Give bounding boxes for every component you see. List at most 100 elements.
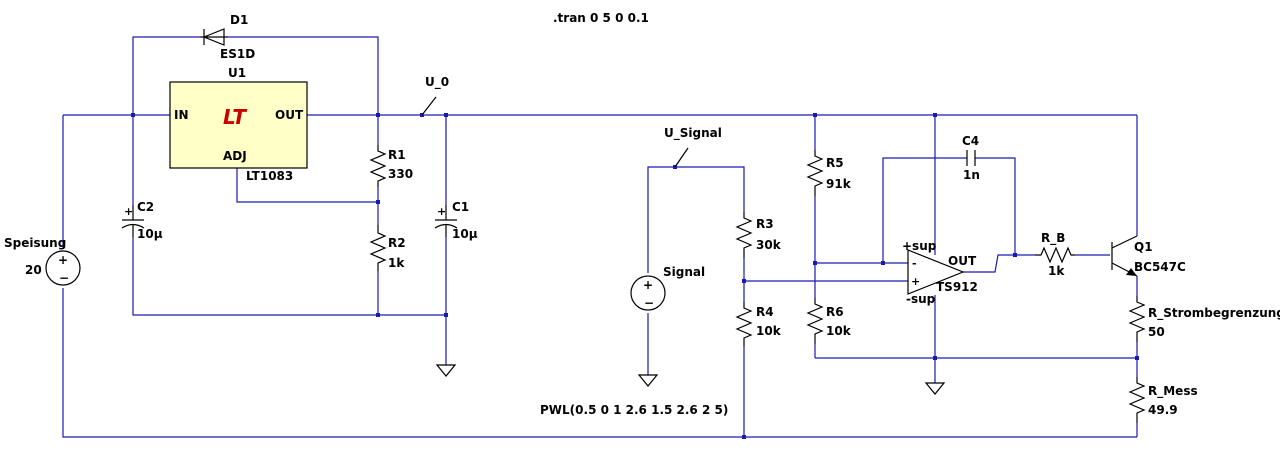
cap-plus-sign: + (437, 205, 446, 218)
rs-ref: R_Strombegrenzung (1148, 306, 1280, 321)
source-minus-sign: − (59, 271, 69, 285)
source-plus-sign: + (643, 278, 653, 292)
u1-part: LT1083 (246, 169, 293, 183)
lt-logo-icon: LT (223, 105, 247, 129)
wire-adj (236, 168, 378, 203)
r1-value: 330 (388, 167, 413, 181)
junction-dot (881, 261, 885, 265)
signal-ref: Signal (663, 265, 705, 279)
resistor-zigzag (369, 225, 387, 271)
junction-dot (933, 113, 937, 117)
capacitor-c4[interactable]: C4 1n (962, 134, 980, 182)
opamp-pin-neg-sup: -sup (906, 292, 936, 306)
speisung-ref: Speisung (4, 236, 66, 250)
resistor-r2[interactable]: R2 1k (369, 225, 406, 271)
wire-feedback (882, 157, 1016, 263)
u0-label: U_0 (425, 75, 449, 90)
resistor-zigzag (369, 145, 387, 187)
voltage-source-speisung[interactable]: + − Speisung 20 (4, 236, 81, 286)
junction-dot (376, 113, 380, 117)
junction-dot (444, 313, 448, 317)
r3-ref: R3 (756, 217, 774, 231)
wire-speisung-bottom (62, 288, 1137, 438)
transistor-q1[interactable]: Q1 BC547C (1111, 235, 1186, 277)
source-circle (45, 250, 81, 286)
resistor-zigzag (806, 150, 824, 196)
u1-ref: U1 (228, 66, 246, 80)
resistor-r5[interactable]: R5 91k (806, 150, 852, 196)
d1-value: ES1D (220, 47, 255, 61)
capacitor-c2[interactable]: + C2 10µ (121, 200, 163, 241)
resistor-r4[interactable]: R4 10k (735, 302, 782, 346)
resistor-r1[interactable]: R1 330 (369, 145, 413, 187)
resistor-rs[interactable]: R_Strombegrenzung 50 (1128, 296, 1280, 342)
simulation-directive[interactable]: .tran 0 5 0 0.1 (553, 11, 649, 25)
r1-ref: R1 (388, 148, 406, 162)
voltage-source-signal[interactable]: + − Signal PWL(0.5 0 1 2.6 1.5 2.6 2 5) (540, 265, 728, 417)
rb-value: 1k (1048, 264, 1065, 278)
resistor-zigzag (1128, 377, 1146, 423)
u1-pin-adj: ADJ (223, 149, 247, 163)
emitter-arrow-icon (1126, 268, 1137, 276)
q1-ref: Q1 (1134, 240, 1153, 254)
ground-icon (924, 382, 946, 395)
rm-ref: R_Mess (1148, 384, 1198, 399)
r2-value: 1k (388, 256, 405, 270)
junction-dot (813, 261, 817, 265)
resistor-r6[interactable]: R6 10k (806, 298, 852, 344)
rm-value: 49.9 (1148, 403, 1178, 417)
q1-part: BC547C (1134, 260, 1186, 274)
source-circle (630, 275, 666, 311)
c4-value: 1n (963, 168, 980, 182)
u1-pin-out: OUT (275, 108, 304, 122)
resistor-zigzag (735, 212, 753, 258)
junction-dot (444, 113, 448, 117)
ground-icon (435, 364, 457, 377)
resistor-rm[interactable]: R_Mess 49.9 (1128, 377, 1198, 423)
resistor-rb[interactable]: R_B 1k (1035, 231, 1075, 278)
capacitor-c1[interactable]: + C1 10µ (434, 200, 478, 241)
opamp-pin-out: OUT (948, 254, 977, 268)
c1-value: 10µ (452, 227, 478, 241)
wire-diode-loop (132, 36, 379, 115)
usignal-label: U_Signal (664, 126, 722, 141)
resistor-r3[interactable]: R3 30k (735, 212, 782, 258)
junction-dot (376, 313, 380, 317)
net-flag (421, 96, 437, 116)
opamp-part: TS912 (936, 280, 978, 294)
opamp-minus-sign: - (912, 257, 917, 270)
junction-dot (1135, 356, 1139, 360)
junction-dot (813, 113, 817, 117)
diode-d1[interactable]: D1 ES1D (200, 13, 255, 61)
wires (62, 36, 1138, 438)
junction-dot (376, 200, 380, 204)
c2-value: 10µ (137, 227, 163, 241)
wire-c2 (132, 115, 446, 316)
regulator-u1[interactable]: U1 IN OUT ADJ LT LT1083 (169, 66, 308, 183)
junction-dot (131, 113, 135, 117)
net-flag (674, 147, 689, 168)
ground-icon (637, 374, 659, 387)
source-minus-sign: − (644, 296, 654, 310)
r2-ref: R2 (388, 236, 406, 250)
resistor-zigzag (1128, 296, 1146, 342)
cap-plates (966, 150, 976, 166)
r5-value: 91k (826, 177, 852, 191)
rs-value: 50 (1148, 325, 1165, 339)
c2-ref: C2 (137, 200, 154, 214)
signal-value: PWL(0.5 0 1 2.6 1.5 2.6 2 5) (540, 403, 728, 417)
r3-value: 30k (756, 238, 782, 252)
speisung-value: 20 (25, 263, 42, 277)
source-plus-sign: + (58, 253, 68, 267)
junction-dot (1013, 253, 1017, 257)
net-label-usignal: U_Signal (664, 126, 722, 168)
rb-ref: R_B (1041, 231, 1065, 246)
opamp-ts912[interactable]: - + +sup OUT TS912 -sup (902, 239, 978, 306)
r6-ref: R6 (826, 305, 844, 319)
junction-dot (742, 279, 746, 283)
r4-ref: R4 (756, 305, 774, 319)
cap-plus-sign: + (124, 205, 133, 218)
junction-dot (933, 356, 937, 360)
r4-value: 10k (756, 324, 782, 338)
